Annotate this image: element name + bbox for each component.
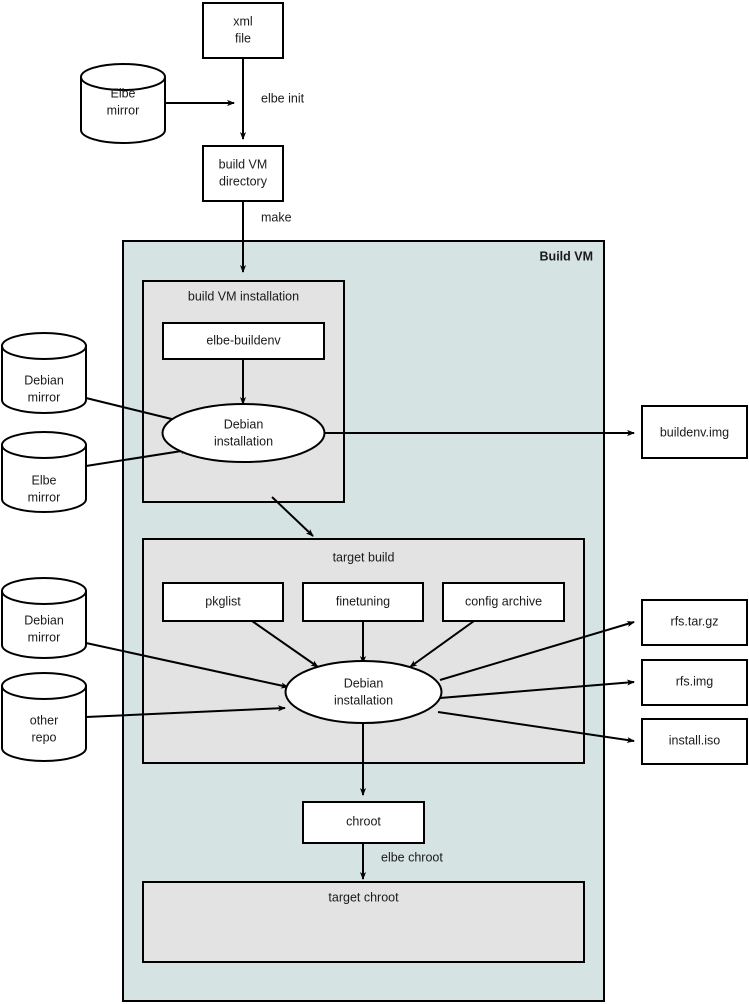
- node-build-vm-directory[interactable]: build VM directory: [202, 145, 284, 202]
- edge-target-installation-to-rfs-img: [439, 679, 635, 699]
- buildenv-img-label: buildenv.img: [660, 425, 729, 439]
- rfs-targz-label: rfs.tar.gz: [671, 614, 719, 628]
- node-elbe-mirror-top[interactable]: Elbe mirror: [80, 63, 166, 144]
- other-repo-label-line1: other: [30, 713, 59, 727]
- node-config-archive[interactable]: config archive: [442, 582, 565, 622]
- debian-mirror-lower-label-line2: mirror: [28, 630, 61, 644]
- elbe-mirror-top-label-line2: mirror: [107, 103, 140, 117]
- build-vm-directory-label-line2: directory: [219, 174, 268, 188]
- node-other-repo[interactable]: other repo: [1, 672, 87, 762]
- debian-installation-buildvm-label-line1: Debian: [224, 417, 264, 431]
- rfs-img-label: rfs.img: [676, 674, 714, 688]
- debian-installation-target-label-line1: Debian: [344, 676, 384, 690]
- node-debian-installation-target[interactable]: Debian installation: [284, 660, 443, 724]
- debian-mirror-upper-label-line2: mirror: [28, 390, 61, 404]
- elbe-mirror-lower-label-line2: mirror: [28, 490, 61, 504]
- edge-target-installation-to-rfs-targz: [439, 621, 635, 681]
- xml-file-label-line1: xml: [233, 14, 252, 28]
- debian-mirror-upper-label-line1: Debian: [24, 373, 64, 387]
- node-install-iso[interactable]: install.iso: [641, 718, 748, 765]
- elbe-mirror-lower-label-line1: Elbe: [31, 473, 56, 487]
- node-debian-installation-buildvm[interactable]: Debian installation: [161, 403, 326, 463]
- edge-target-installation-to-install-iso: [437, 711, 635, 744]
- edge-config-archive-to-target-installation: [409, 620, 475, 668]
- node-rfs-img[interactable]: rfs.img: [641, 659, 748, 706]
- edge-pkglist-to-target-installation: [251, 620, 319, 668]
- debian-installation-target-label-line2: installation: [334, 693, 393, 707]
- edge-label-elbe-chroot: elbe chroot: [381, 850, 443, 864]
- build-vm-title: Build VM: [540, 249, 593, 263]
- node-debian-mirror-upper[interactable]: Debian mirror: [0, 332, 87, 414]
- node-buildenv-img[interactable]: buildenv.img: [641, 405, 748, 459]
- node-elbe-buildenv[interactable]: elbe-buildenv: [162, 322, 325, 360]
- elbe-buildenv-label: elbe-buildenv: [206, 333, 281, 347]
- config-archive-label: config archive: [465, 594, 542, 608]
- finetuning-label: finetuning: [336, 594, 390, 608]
- build-vm-installation-title: build VM installation: [188, 289, 299, 303]
- edge-build-vm-installation-to-target-build: [271, 496, 314, 537]
- elbe-mirror-top-label-line1: Elbe: [110, 86, 135, 100]
- node-debian-mirror-lower[interactable]: Debian mirror: [1, 577, 87, 659]
- node-rfs-targz[interactable]: rfs.tar.gz: [641, 599, 748, 646]
- debian-installation-buildvm-label-line2: installation: [214, 434, 273, 448]
- node-chroot[interactable]: chroot: [302, 801, 425, 844]
- edge-elbe-mirror-lower-to-installation: [85, 448, 189, 467]
- edge-label-make: make: [261, 210, 292, 224]
- install-iso-label: install.iso: [669, 733, 720, 747]
- xml-file-label-line2: file: [235, 31, 251, 45]
- edge-other-repo-to-target-installation: [85, 705, 286, 718]
- node-pkglist[interactable]: pkglist: [162, 582, 284, 622]
- build-vm-directory-label-line1: build VM: [219, 157, 268, 171]
- chroot-label: chroot: [346, 814, 381, 828]
- debian-mirror-lower-label-line1: Debian: [24, 613, 64, 627]
- edge-debian-mirror-lower-to-target-installation: [85, 642, 289, 689]
- node-elbe-mirror-lower[interactable]: Elbe mirror: [0, 431, 87, 513]
- node-xml-file[interactable]: xml file: [202, 2, 284, 59]
- edge-label-elbe-init: elbe init: [261, 91, 305, 105]
- target-chroot-label: target chroot: [328, 890, 399, 904]
- target-build-title: target build: [333, 550, 395, 564]
- build-vm-installation-group: build VM installation: [142, 280, 345, 503]
- target-chroot-group: target chroot: [142, 881, 585, 963]
- other-repo-label-line2: repo: [31, 730, 56, 744]
- pkglist-label: pkglist: [205, 594, 241, 608]
- node-finetuning[interactable]: finetuning: [302, 582, 424, 622]
